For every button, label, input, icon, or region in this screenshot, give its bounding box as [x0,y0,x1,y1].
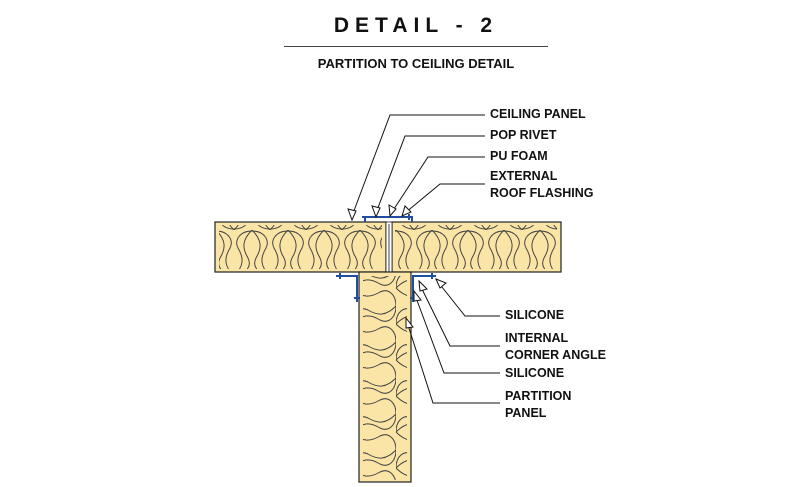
drawing-subtitle: PARTITION TO CEILING DETAIL [317,56,515,71]
internal-corner-angle-left [336,273,360,302]
external-roof-flashing [362,214,413,222]
label-silicone-top: SILICONE [505,308,565,322]
title-underline [284,46,548,47]
label-internal-corner-angle-line2: CORNER ANGLE [505,348,606,362]
ceiling-panel-right [391,221,562,273]
drawing-title: DETAIL - 2 [333,14,499,37]
label-external-roof-flashing-line1: EXTERNAL [490,169,558,183]
label-silicone-bottom: SILICONE [505,366,565,380]
label-ceiling-panel: CEILING PANEL [490,107,586,121]
leader-lines [347,114,500,404]
partition-panel [358,271,412,483]
label-internal-corner-angle-line1: INTERNAL [505,331,569,345]
ceiling-panel-left [214,221,387,273]
label-pu-foam: PU FOAM [490,149,548,163]
label-partition-panel-line1: PARTITION [505,389,572,403]
label-external-roof-flashing-line2: ROOF FLASHING [490,186,594,200]
label-pop-rivet: POP RIVET [490,128,557,142]
label-partition-panel-line2: PANEL [505,406,547,420]
